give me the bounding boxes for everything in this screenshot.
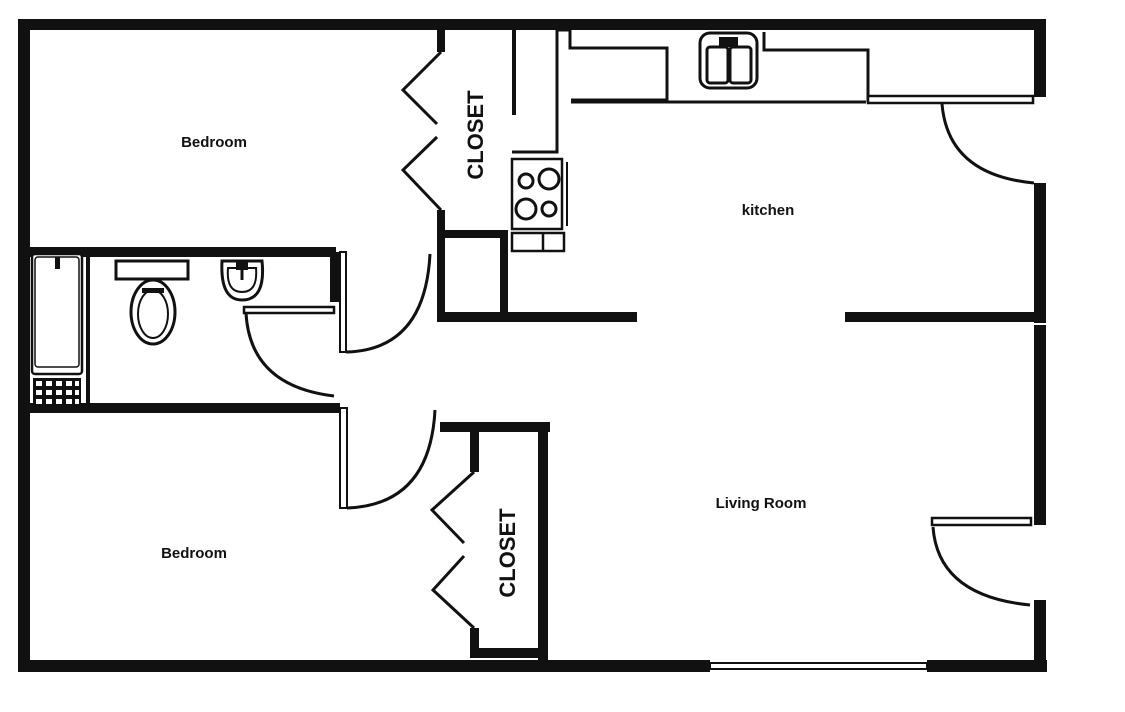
closet-1-bifold-doors[interactable] — [400, 50, 443, 212]
exterior-walls — [18, 19, 1047, 672]
bathroom-door[interactable] — [242, 305, 336, 398]
room-label-bedroom-1: Bedroom — [181, 134, 247, 151]
toilet-icon — [114, 259, 190, 346]
kitchen-counter — [512, 28, 1035, 154]
kitchen-exterior-door[interactable] — [940, 103, 1035, 185]
room-label-closet-2: CLOSET — [495, 508, 520, 598]
room-label-living-room: Living Room — [716, 495, 807, 512]
bathroom-sink-icon — [220, 259, 265, 302]
room-label-kitchen: kitchen — [742, 202, 795, 219]
room-label-closet-1: CLOSET — [463, 90, 488, 180]
bedroom-1-door[interactable] — [345, 253, 432, 354]
living-room-exterior-door[interactable] — [930, 516, 1033, 607]
stove-icon — [510, 157, 568, 253]
bedroom-2-door[interactable] — [346, 409, 437, 510]
bathtub-icon — [30, 252, 84, 406]
interior-walls — [18, 20, 1046, 667]
room-label-bedroom-2: Bedroom — [161, 545, 227, 562]
kitchen-double-sink-icon — [698, 31, 759, 90]
closet-2-bifold-doors[interactable] — [429, 470, 476, 630]
